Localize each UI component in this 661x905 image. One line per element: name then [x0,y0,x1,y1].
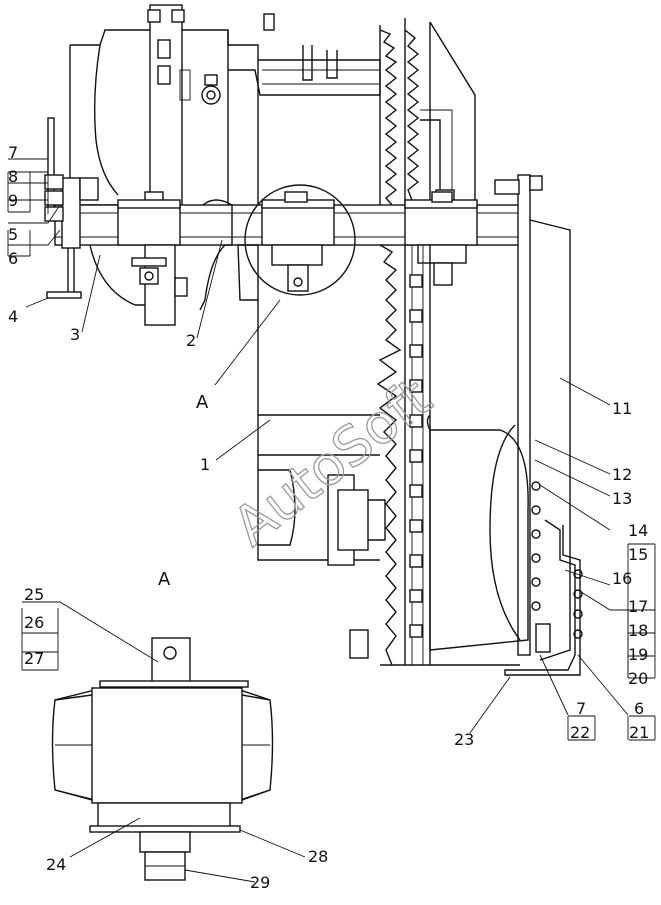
callout-11: 11 [612,399,632,418]
callout-16: 16 [612,569,632,588]
callout-28: 28 [308,847,328,866]
callout-17: 17 [628,597,648,616]
callout-22: 22 [570,723,590,742]
sprocket-upper [379,29,455,206]
callout-19: 19 [628,645,648,664]
callout-29: 29 [250,873,270,892]
callout-7-lower: 7 [576,699,586,718]
horizontal-shaft [54,191,526,246]
callout-25: 25 [24,585,44,604]
callout-26: 26 [24,613,44,632]
leader-lines [7,158,656,883]
callout-24: 24 [46,855,66,874]
callout-23: 23 [454,730,474,749]
callout-4: 4 [8,307,18,326]
section-marker-a: A [196,392,209,413]
callout-9: 9 [8,191,18,210]
callout-1: 1 [200,455,210,474]
callout-20: 20 [628,669,648,688]
detail-circle-a [244,184,356,296]
callout-5: 5 [8,225,18,244]
callout-21: 21 [629,723,649,742]
callout-6-lower: 6 [634,699,644,718]
callout-8: 8 [8,167,18,186]
right-side-frame [426,174,581,676]
upper-mount-plate [144,4,338,206]
callout-7: 7 [8,143,18,162]
callout-27: 27 [24,649,44,668]
callout-3: 3 [70,325,80,344]
callout-12: 12 [612,465,632,484]
callout-6: 6 [8,249,18,268]
lower-brackets [89,199,467,326]
callout-18: 18 [628,621,648,640]
gearbox-housing [69,18,476,206]
section-view-a [51,637,274,881]
callout-14: 14 [628,521,648,540]
right-bolts [531,481,583,639]
callout-13: 13 [612,489,632,508]
callout-15: 15 [628,545,648,564]
callout-2: 2 [186,331,196,350]
section-title-a: A [158,569,171,590]
callout-numbers: 7 8 9 5 6 4 3 2 A 1 11 12 13 14 15 16 17… [8,143,649,892]
lower-housing [257,300,386,659]
left-flange [44,117,99,299]
